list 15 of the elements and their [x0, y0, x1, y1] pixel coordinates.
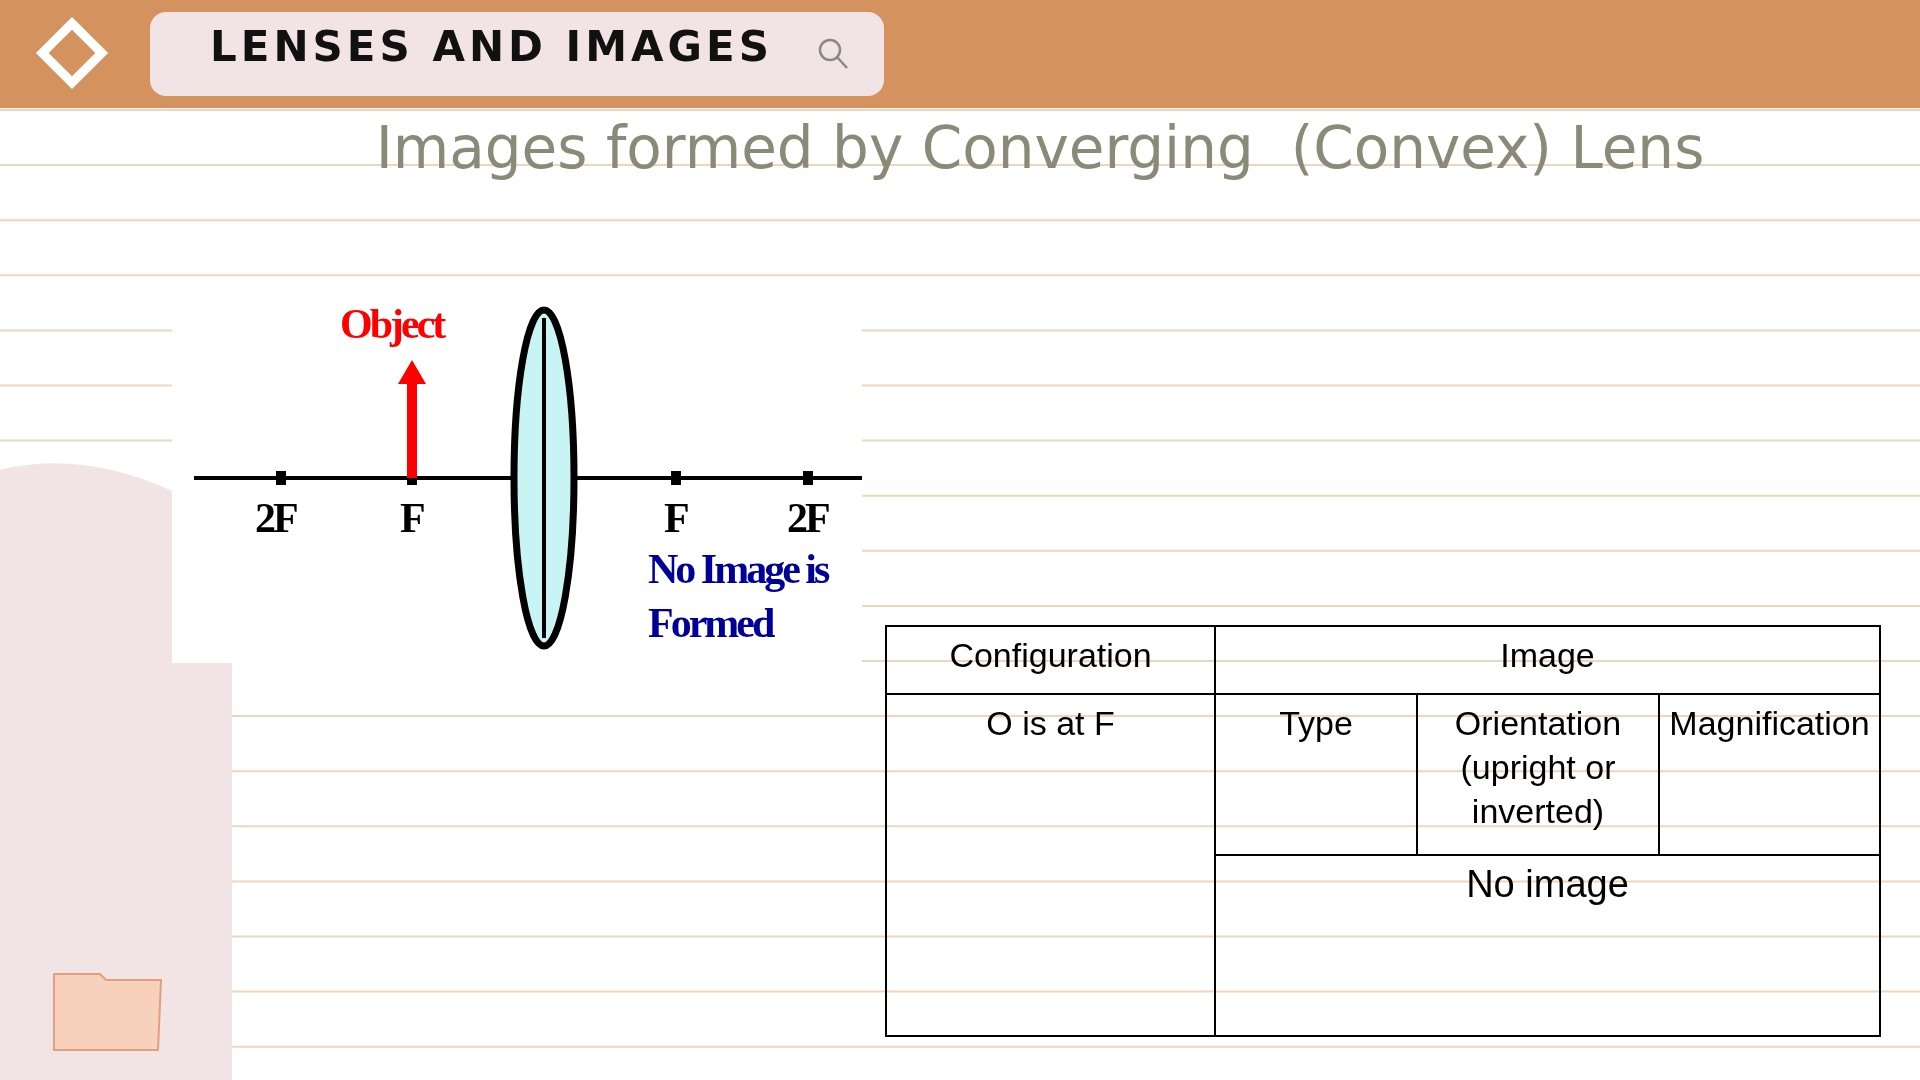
table-header-cell: Configuration: [886, 626, 1215, 694]
table-cell: No image: [1215, 855, 1880, 1036]
object-label: Object: [340, 300, 444, 348]
header-title: LENSES AND IMAGES: [210, 22, 773, 71]
table-cell: Magnification: [1659, 694, 1880, 855]
table-header-cell: Image: [1215, 626, 1880, 694]
result-note: No Image is Formed: [648, 545, 829, 648]
table-cell: Orientation (upright or inverted): [1417, 694, 1659, 855]
table-cell: O is at F: [886, 694, 1215, 1036]
table-cell: Type: [1215, 694, 1417, 855]
focal-point-label: 2F: [255, 494, 296, 542]
focal-point-label: F: [400, 494, 426, 542]
focal-point-label: F: [664, 494, 690, 542]
slide-title: Images formed by Converging (Convex) Lens: [374, 114, 1706, 182]
focal-point-label: 2F: [787, 494, 828, 542]
